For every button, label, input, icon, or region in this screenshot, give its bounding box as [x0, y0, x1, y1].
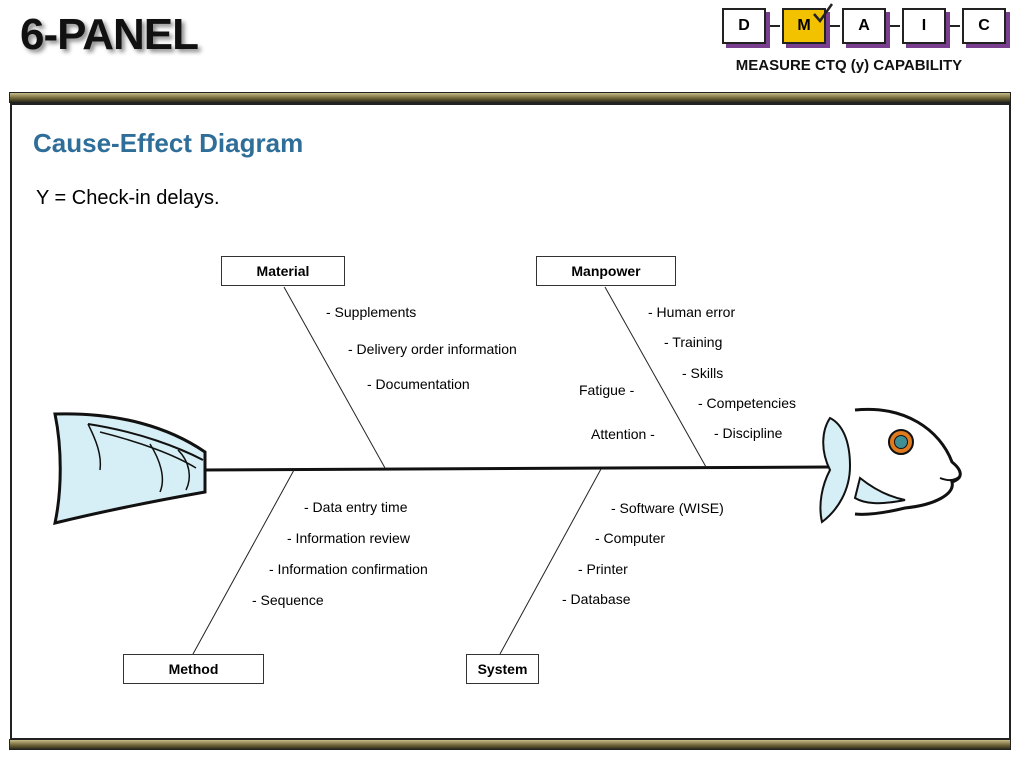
cause-manpower: Fatigue -	[579, 382, 635, 398]
cause-method: - Sequence	[252, 592, 324, 608]
bone-method	[192, 469, 295, 655]
cause-material: - Documentation	[367, 376, 470, 392]
bone-system	[499, 468, 602, 655]
bone-manpower	[604, 286, 707, 468]
phase-measure: M	[782, 8, 826, 44]
cause-manpower: - Competencies	[698, 395, 797, 411]
phase-connector	[764, 25, 780, 27]
cause-method: - Information review	[287, 530, 410, 546]
cause-manpower: Attention -	[591, 426, 655, 442]
cause-manpower: - Training	[664, 334, 723, 350]
bone-material	[283, 286, 386, 469]
top-divider-bar	[9, 92, 1011, 103]
page-title: 6-PANEL	[20, 10, 199, 59]
phase-analyze: A	[842, 8, 886, 44]
phase-subtitle: MEASURE CTQ (y) CAPABILITY	[735, 57, 963, 74]
cause-manpower: - Discipline	[714, 425, 783, 441]
cause-system: - Database	[562, 591, 631, 607]
dmaic-phase-tracker: D M A I C	[720, 3, 1010, 50]
cause-method: - Information confirmation	[269, 561, 428, 577]
category-method: Method	[123, 654, 264, 684]
fishbone-spine	[199, 465, 831, 472]
checkmark-icon	[813, 3, 834, 24]
cause-manpower: - Human error	[648, 304, 736, 320]
category-manpower: Manpower	[536, 256, 676, 286]
cause-material: - Supplements	[326, 304, 417, 320]
fish-tail-icon	[53, 412, 207, 526]
phase-connector	[824, 25, 840, 27]
panel-title: Cause-Effect Diagram	[33, 128, 304, 158]
effect-statement: Y = Check-in delays.	[36, 187, 220, 209]
category-material: Material	[221, 256, 345, 286]
bottom-divider-bar	[9, 739, 1011, 750]
cause-material: - Delivery order information	[348, 341, 517, 357]
cause-method: - Data entry time	[304, 499, 408, 515]
phase-connector	[944, 25, 960, 27]
cause-manpower: - Skills	[682, 365, 724, 381]
cause-system: - Computer	[595, 530, 666, 546]
phase-control: C	[962, 8, 1006, 44]
cause-system: - Software (WISE)	[611, 500, 724, 516]
phase-define: D	[722, 8, 766, 44]
fish-head-icon	[819, 407, 962, 524]
cause-system: - Printer	[578, 561, 628, 577]
phase-improve: I	[902, 8, 946, 44]
category-system: System	[466, 654, 539, 684]
phase-connector	[884, 25, 900, 27]
